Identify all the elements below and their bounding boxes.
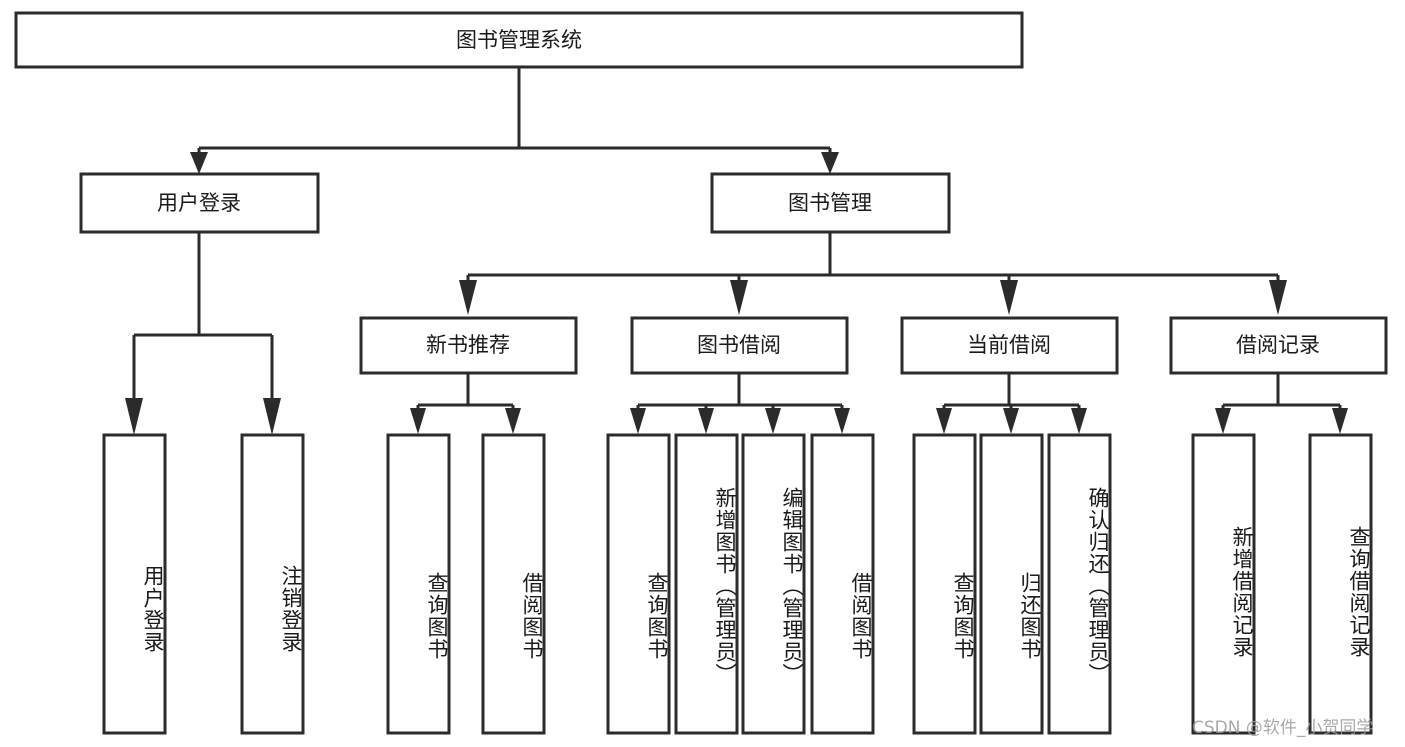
node-new-book-recommend-label: 新书推荐 [426,333,510,357]
node-user-login-label: 用户登录 [157,191,241,215]
leaf-confirm-return-box[interactable] [1047,433,1112,735]
leaf-query-record-box[interactable] [1308,433,1373,735]
arrowhead-current-borrow [1000,280,1018,315]
node-current-borrow[interactable]: 当前借阅 [900,316,1119,375]
arrowhead-leaf-user-logout [263,398,281,435]
node-book-borrow-box[interactable] [630,316,849,375]
arrowhead-leaf-borrow-book-1 [505,408,521,434]
arrowhead-leaf-return-book [1003,408,1019,434]
leaf-user-logout-box[interactable] [240,433,305,735]
node-user-login[interactable]: 用户登录 [79,172,320,234]
leaf-borrow-book-1-box[interactable] [481,433,546,735]
leaf-query-book-3-box[interactable] [912,433,977,735]
arrowhead-leaf-add-record [1215,408,1231,434]
node-borrow-record-box[interactable] [1169,316,1388,375]
leaf-query-book-1-box[interactable] [386,433,451,735]
root-node-box[interactable] [14,11,1024,69]
node-current-borrow-label: 当前借阅 [967,333,1051,357]
node-current-borrow-box[interactable] [900,316,1119,375]
node-borrow-record-label: 借阅记录 [1236,333,1320,357]
leaf-borrow-book-2-box[interactable] [810,433,875,735]
arrowhead-book-borrow [730,280,748,315]
node-book-borrow[interactable]: 图书借阅 [630,316,849,375]
arrowhead-leaf-borrow-book-2 [834,408,850,434]
leaf-query-book-2-box[interactable] [606,433,671,735]
leaf-add-book-box[interactable] [674,433,739,735]
node-user-login-box[interactable] [79,172,320,234]
leaf-user-login-box[interactable] [102,433,167,735]
node-book-manage[interactable]: 图书管理 [710,172,951,234]
arrowhead-leaf-query-book-2 [630,408,646,434]
node-book-manage-box[interactable] [710,172,951,234]
arrowhead-leaf-user-login [125,398,143,435]
node-new-book-recommend-box[interactable] [359,316,578,375]
arrowhead-leaf-query-book-1 [410,408,426,434]
node-book-borrow-label: 图书借阅 [697,333,781,357]
arrowhead-leaf-query-record [1332,408,1348,434]
arrowhead-leaf-query-book-3 [936,408,952,434]
leaf-edit-book-box[interactable] [741,433,806,735]
arrowhead-book-manage [821,152,839,174]
node-new-book-recommend[interactable]: 新书推荐 [359,316,578,375]
arrowhead-leaf-edit-book [765,408,781,434]
node-borrow-record[interactable]: 借阅记录 [1169,316,1388,375]
arrowhead-borrow-record [1269,280,1287,315]
leaf-return-book-box[interactable] [979,433,1044,735]
leaf-box-layer [102,433,1373,735]
csdn-watermark: CSDN @软件_小贺同学 [1192,718,1374,738]
root-node-label: 图书管理系统 [456,28,582,52]
arrowhead-leaf-add-book [698,408,714,434]
node-book-manage-label: 图书管理 [788,191,872,215]
arrowhead-layer [125,152,1348,435]
arrowhead-new-book-recommend [459,280,477,315]
leaf-add-record-box[interactable] [1191,433,1256,735]
arrowhead-user-login [190,152,208,174]
arrowhead-leaf-confirm-return [1071,408,1087,434]
root-node[interactable]: 图书管理系统 [14,11,1024,69]
